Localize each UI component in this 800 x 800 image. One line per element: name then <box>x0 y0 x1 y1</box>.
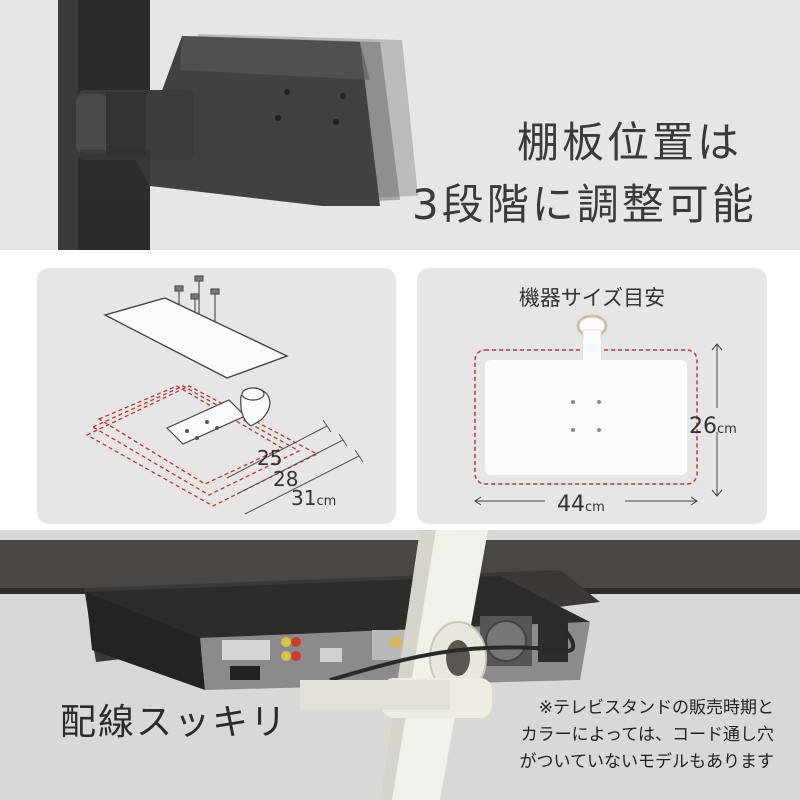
shelf-depth-diagram: 25 28 31cm <box>37 268 396 524</box>
device-size-outlines <box>85 385 319 507</box>
depth-label-31: 31cm <box>291 486 336 510</box>
width-label: 44cm <box>557 492 605 517</box>
dimension-lines <box>226 419 364 515</box>
recorder-photo <box>0 530 800 800</box>
availability-note: ※テレビスタンドの販売時期と カラーによっては、コード通し穴 がついていないモデ… <box>484 695 775 776</box>
cable-caption: 配線スッキリ <box>60 702 289 743</box>
device-size-title: 機器サイズ目安 <box>518 286 666 310</box>
note-line-3: がついていないモデルもあります <box>519 752 775 772</box>
shelf-position-section: 棚板位置は 3段階に調整可能 <box>0 0 800 250</box>
dimensions-section: 25 28 31cm 機器サイズ目安 <box>0 250 800 530</box>
headline-line-2: 3段階に調整可能 <box>412 180 757 229</box>
cable-management-section: 配線スッキリ ※テレビスタンドの販売時期と カラーによっては、コード通し穴 がつ… <box>0 530 800 800</box>
height-label: 26cm <box>689 414 737 439</box>
depth-value-31: 31 <box>291 486 317 510</box>
depth-label-28: 28 <box>273 467 299 491</box>
width-value: 44 <box>557 492 585 517</box>
white-shelf <box>485 360 687 475</box>
height-value: 26 <box>689 414 717 439</box>
note-line-2: カラーによっては、コード通し穴 <box>520 725 774 745</box>
shelf-plate-drawing <box>103 297 289 379</box>
width-unit: cm <box>585 500 605 515</box>
dark-shelf-photo <box>58 0 418 250</box>
shelf-plate <box>130 36 380 206</box>
headline-line-1: 棚板位置は <box>516 118 742 167</box>
cable <box>329 623 576 682</box>
note-line-1: ※テレビスタンドの販売時期と <box>538 698 774 718</box>
depth-label-25: 25 <box>257 446 283 470</box>
height-unit: cm <box>717 422 737 437</box>
headline: 棚板位置は 3段階に調整可能 <box>412 112 757 236</box>
port-block <box>222 640 270 660</box>
depth-unit: cm <box>316 494 337 509</box>
device-size-guide: 機器サイズ目安 <box>417 268 767 524</box>
